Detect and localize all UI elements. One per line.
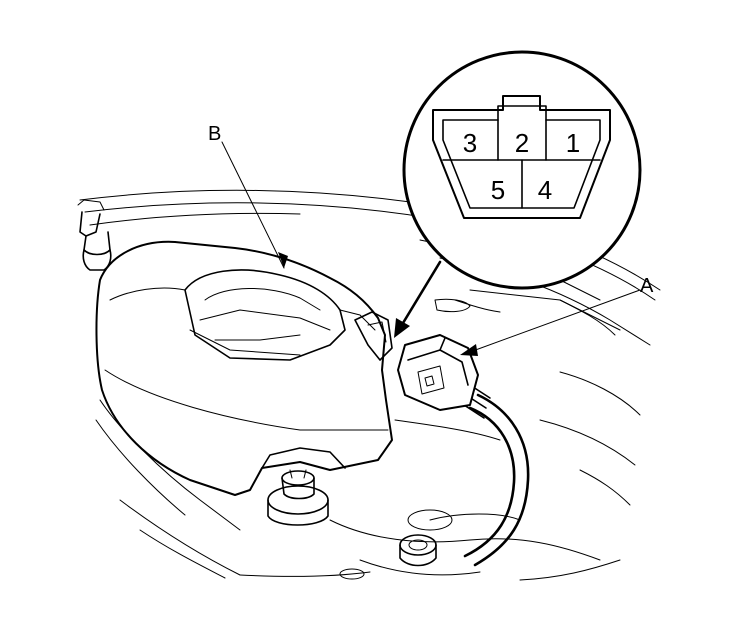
leader-lines (221, 141, 641, 356)
terminal-face-outline (432, 95, 611, 219)
label-a: A (640, 275, 654, 297)
leader-line-a (469, 289, 641, 353)
pin-2-label: 2 (515, 128, 529, 158)
callout-leader (398, 260, 442, 330)
pin-4-label: 4 (538, 175, 552, 205)
arrowhead-b (278, 252, 288, 268)
mounting-nut (267, 469, 329, 526)
connector-a (397, 334, 530, 567)
bolt-lower-right (399, 534, 437, 567)
label-b: B (208, 123, 221, 145)
connector-face-detail: 3 2 1 5 4 (402, 50, 642, 290)
terminal-face-inner (442, 105, 601, 209)
reservoir-cover (95, 240, 393, 496)
callout-arrowhead (394, 318, 410, 338)
pin-1-label: 1 (566, 128, 580, 158)
arrowhead-a (460, 344, 478, 356)
pin-3-label: 3 (463, 128, 477, 158)
pin-5-label: 5 (491, 175, 505, 205)
leader-line-b (221, 141, 285, 269)
stud-bolt-left (77, 199, 112, 271)
